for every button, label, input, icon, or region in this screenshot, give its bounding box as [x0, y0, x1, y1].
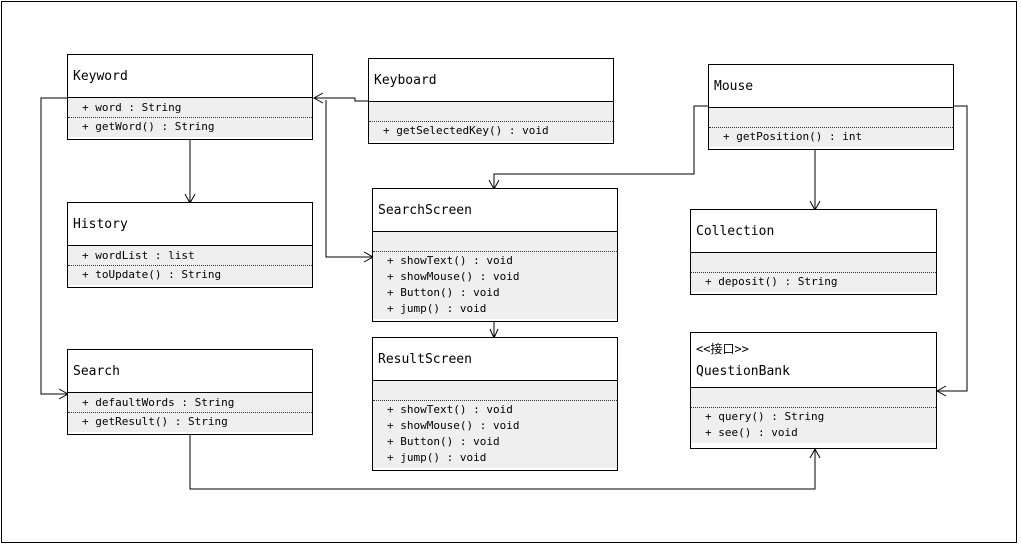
- class-questionbank[interactable]: <<接口>> QuestionBank + query() : String +…: [690, 332, 937, 449]
- class-keyword[interactable]: Keyword + word : String + getWord() : St…: [67, 54, 313, 140]
- operation: + see() : void: [705, 426, 798, 439]
- link-keyword-search: [40, 97, 68, 395]
- operation: + Button() : void: [387, 435, 500, 448]
- operation: + Button() : void: [387, 286, 500, 299]
- arrowhead-questionbank-bottom: [809, 447, 821, 459]
- arrowhead-questionbank-right: [935, 385, 947, 397]
- operation: + showMouse() : void: [387, 270, 520, 283]
- class-resultscreen[interactable]: ResultScreen + showText() : void + showM…: [372, 337, 618, 471]
- class-name: Keyboard: [374, 72, 437, 88]
- operation: + getSelectedKey() : void: [383, 124, 549, 137]
- operation: + jump() : void: [387, 302, 487, 315]
- class-name: ResultScreen: [378, 351, 472, 367]
- attribute: + defaultWords : String: [82, 396, 235, 409]
- class-keyboard[interactable]: Keyboard + getSelectedKey() : void: [368, 58, 614, 144]
- operation: + toUpdate() : String: [82, 268, 222, 281]
- class-mouse[interactable]: Mouse + getPosition() : int: [708, 64, 954, 150]
- link-mouse-questionbank: [937, 105, 968, 392]
- class-name: QuestionBank: [696, 363, 790, 379]
- operation: + getResult() : String: [82, 415, 228, 428]
- class-name: SearchScreen: [378, 202, 472, 218]
- class-collection[interactable]: Collection + deposit() : String: [690, 209, 937, 295]
- class-name: Search: [73, 363, 120, 379]
- link-keyboard-keyword: [314, 97, 369, 102]
- operation: + getPosition() : int: [723, 130, 863, 143]
- class-name: Mouse: [714, 78, 754, 94]
- operation: + showText() : void: [387, 403, 513, 416]
- operation: + showMouse() : void: [387, 419, 520, 432]
- operation: + showText() : void: [387, 254, 513, 267]
- class-name: Collection: [696, 223, 775, 239]
- class-history[interactable]: History + wordList : list + toUpdate() :…: [67, 202, 313, 288]
- attribute: + word : String: [82, 101, 182, 114]
- link-mouse-searchscreen: [493, 105, 709, 189]
- stereotype-label: <<接口>>: [696, 341, 749, 356]
- class-search[interactable]: Search + defaultWords : String + getResu…: [67, 349, 313, 435]
- class-searchscreen[interactable]: SearchScreen + showText() : void + showM…: [372, 188, 618, 322]
- attribute: + wordList : list: [82, 249, 195, 262]
- operation: + deposit() : String: [705, 275, 838, 288]
- operation: + query() : String: [705, 410, 825, 423]
- link-keyword-searchscreen: [325, 100, 373, 258]
- link-search-questionbank: [189, 435, 816, 490]
- operation: + getWord() : String: [82, 120, 215, 133]
- class-name: History: [73, 216, 128, 232]
- operation: + jump() : void: [387, 451, 487, 464]
- arrowhead-keyword: [312, 92, 324, 104]
- class-name: Keyword: [73, 68, 128, 84]
